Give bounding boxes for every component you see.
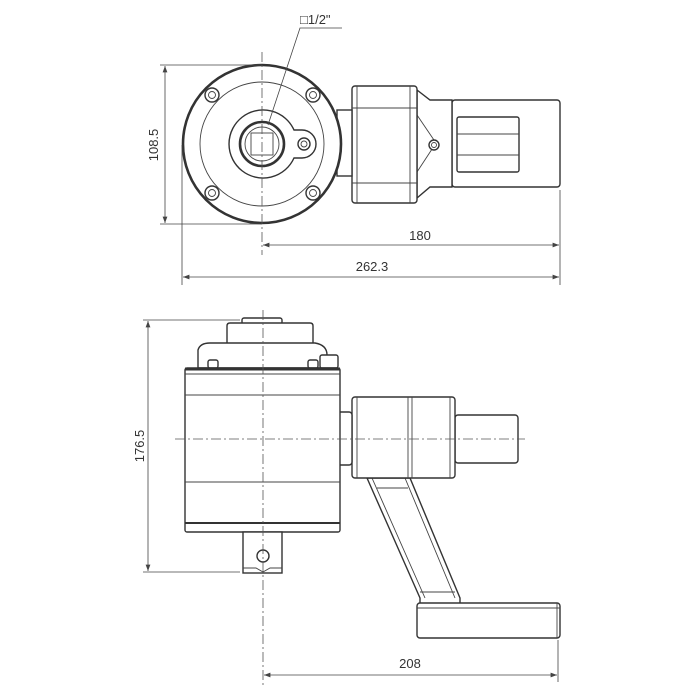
- dim-262-3: 262.3: [356, 259, 389, 274]
- side-handle: [416, 602, 561, 639]
- drive-size-label: □1/2": [300, 12, 331, 27]
- drive-leader: [267, 27, 342, 126]
- hub-pin: [297, 137, 311, 151]
- housing-bolts: [204, 87, 321, 201]
- top-hex-body: [351, 85, 418, 204]
- top-body-bolt: [428, 139, 440, 151]
- side-top-cap: [226, 322, 314, 346]
- side-motor: [351, 396, 456, 479]
- side-cylinder: [184, 367, 341, 533]
- dim-108-5: 108.5: [146, 129, 161, 162]
- side-view: 176.5 208: [132, 310, 561, 688]
- side-arm: [365, 477, 461, 605]
- dim-176-5: 176.5: [132, 430, 147, 463]
- side-nub: [319, 354, 339, 369]
- top-hex-stub: [456, 116, 520, 173]
- side-dome: [197, 342, 328, 369]
- dim-208: 208: [399, 656, 421, 671]
- dim-180: 180: [409, 228, 431, 243]
- top-view: □1/2" 108.5 180 262.3: [146, 12, 561, 285]
- top-hub: [228, 109, 317, 179]
